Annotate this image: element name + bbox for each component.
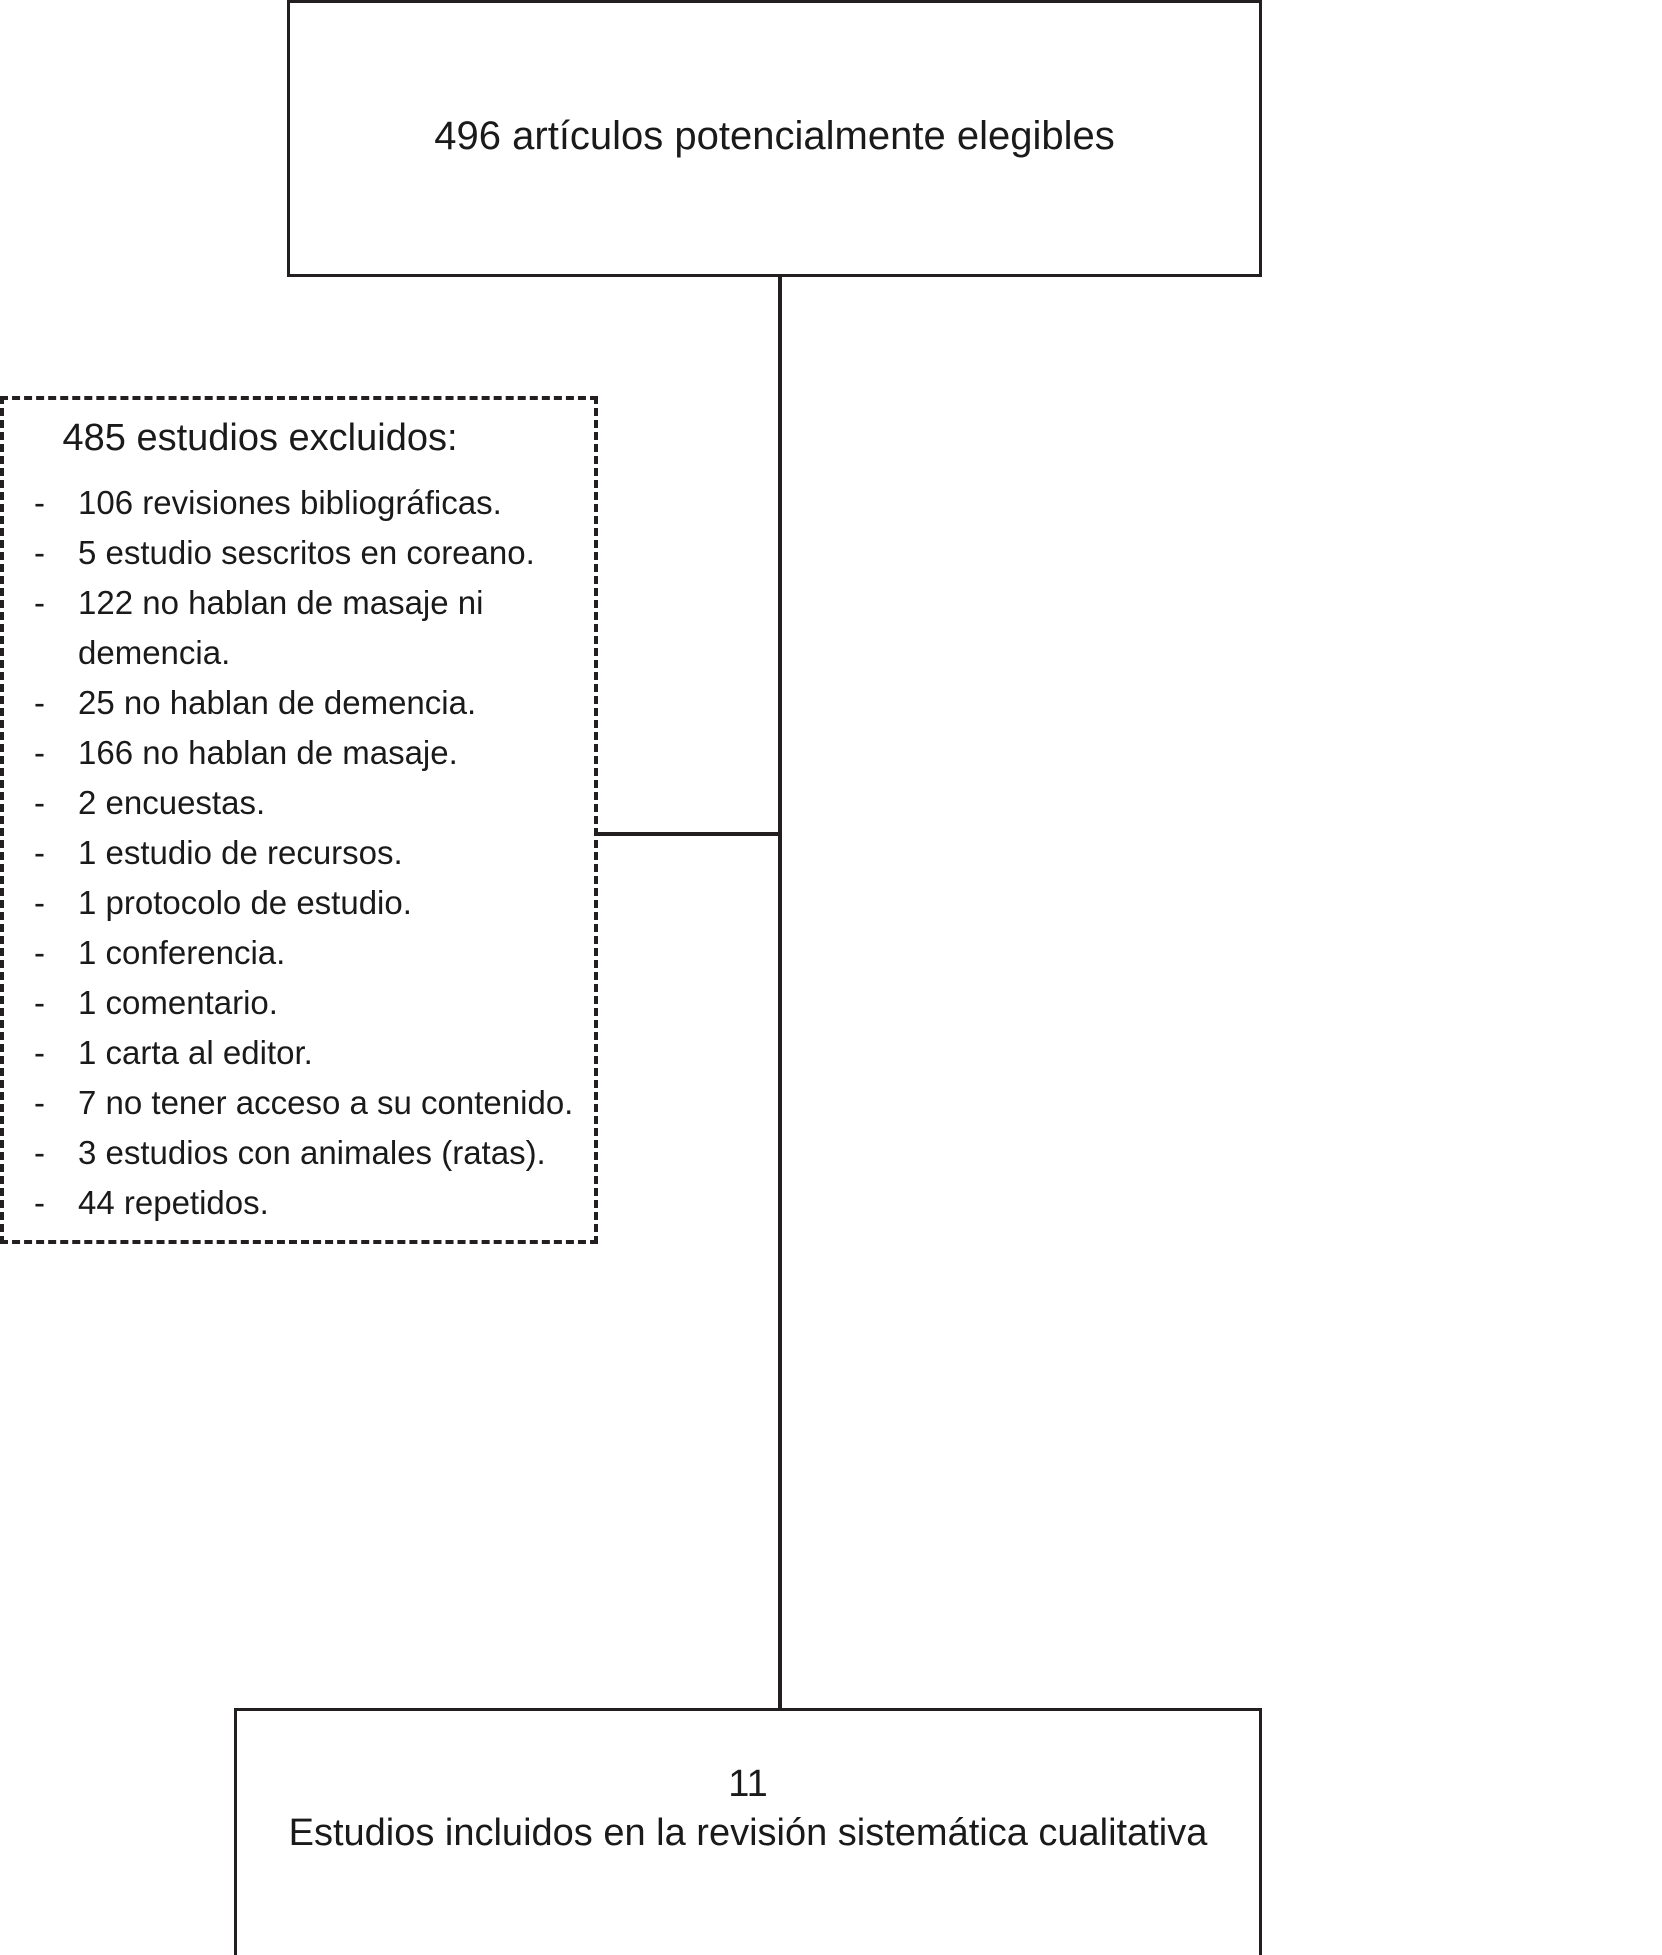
- list-item: -2 encuestas.: [26, 778, 586, 828]
- bullet-dash-icon: -: [34, 784, 45, 821]
- box-excluded-studies: 485 estudios excluidos: -106 revisiones …: [0, 396, 598, 1244]
- list-item-label: 106 revisiones bibliográficas.: [78, 484, 502, 521]
- list-item: -5 estudio sescritos en coreano.: [26, 528, 586, 578]
- list-item: -166 no hablan de masaje.: [26, 728, 586, 778]
- connector-line-vertical-upper: [778, 277, 782, 835]
- list-item: -122 no hablan de masaje ni demencia.: [26, 578, 586, 678]
- list-item: -1 comentario.: [26, 978, 586, 1028]
- list-item-label: 7 no tener acceso a su contenido.: [78, 1084, 574, 1121]
- bullet-dash-icon: -: [34, 934, 45, 971]
- bullet-dash-icon: -: [34, 1134, 45, 1171]
- list-item-label: 3 estudios con animales (ratas).: [78, 1134, 546, 1171]
- list-item: -1 estudio de recursos.: [26, 828, 586, 878]
- bullet-dash-icon: -: [34, 534, 45, 571]
- list-item: -1 protocolo de estudio.: [26, 878, 586, 928]
- bullet-dash-icon: -: [34, 734, 45, 771]
- list-item: -1 carta al editor.: [26, 1028, 586, 1078]
- bullet-dash-icon: -: [34, 1034, 45, 1071]
- list-item-label: 1 estudio de recursos.: [78, 834, 403, 871]
- box-potentially-eligible: 496 artículos potencialmente elegibles: [287, 0, 1262, 277]
- bullet-dash-icon: -: [34, 884, 45, 921]
- box-included-studies: 11 Estudios incluidos en la revisión sis…: [234, 1708, 1262, 1955]
- list-item: -1 conferencia.: [26, 928, 586, 978]
- bullet-dash-icon: -: [34, 484, 45, 521]
- list-item-label: 44 repetidos.: [78, 1184, 269, 1221]
- list-item-label: 1 carta al editor.: [78, 1034, 313, 1071]
- list-item-label: 25 no hablan de demencia.: [78, 684, 477, 721]
- bullet-dash-icon: -: [34, 1184, 45, 1221]
- list-item-label: 5 estudio sescritos en coreano.: [78, 534, 535, 571]
- list-item-label: 122 no hablan de masaje ni demencia.: [78, 584, 484, 671]
- connector-line-vertical-lower: [778, 833, 782, 1710]
- list-item-label: 166 no hablan de masaje.: [78, 734, 458, 771]
- excluded-reasons-list: -106 revisiones bibliográficas. -5 estud…: [26, 478, 586, 1228]
- list-item: -106 revisiones bibliográficas.: [26, 478, 586, 528]
- list-item: -25 no hablan de demencia.: [26, 678, 586, 728]
- included-studies-label: Estudios incluidos en la revisión sistem…: [288, 1812, 1208, 1854]
- included-studies-count: 11: [728, 1763, 768, 1805]
- list-item: -7 no tener acceso a su contenido.: [26, 1078, 586, 1128]
- list-item-label: 1 protocolo de estudio.: [78, 884, 412, 921]
- bullet-dash-icon: -: [34, 984, 45, 1021]
- potentially-eligible-label: 496 artículos potencialmente elegibles: [434, 114, 1115, 158]
- list-item-label: 2 encuestas.: [78, 784, 266, 821]
- list-item: -44 repetidos.: [26, 1178, 586, 1228]
- bullet-dash-icon: -: [34, 584, 45, 621]
- connector-line-horizontal-excluded: [598, 832, 782, 836]
- bullet-dash-icon: -: [34, 684, 45, 721]
- list-item-label: 1 conferencia.: [78, 934, 286, 971]
- list-item-label: 1 comentario.: [78, 984, 278, 1021]
- bullet-dash-icon: -: [34, 1084, 45, 1121]
- list-item: -3 estudios con animales (ratas).: [26, 1128, 586, 1178]
- bullet-dash-icon: -: [34, 834, 45, 871]
- excluded-studies-heading: 485 estudios excluidos:: [62, 417, 458, 459]
